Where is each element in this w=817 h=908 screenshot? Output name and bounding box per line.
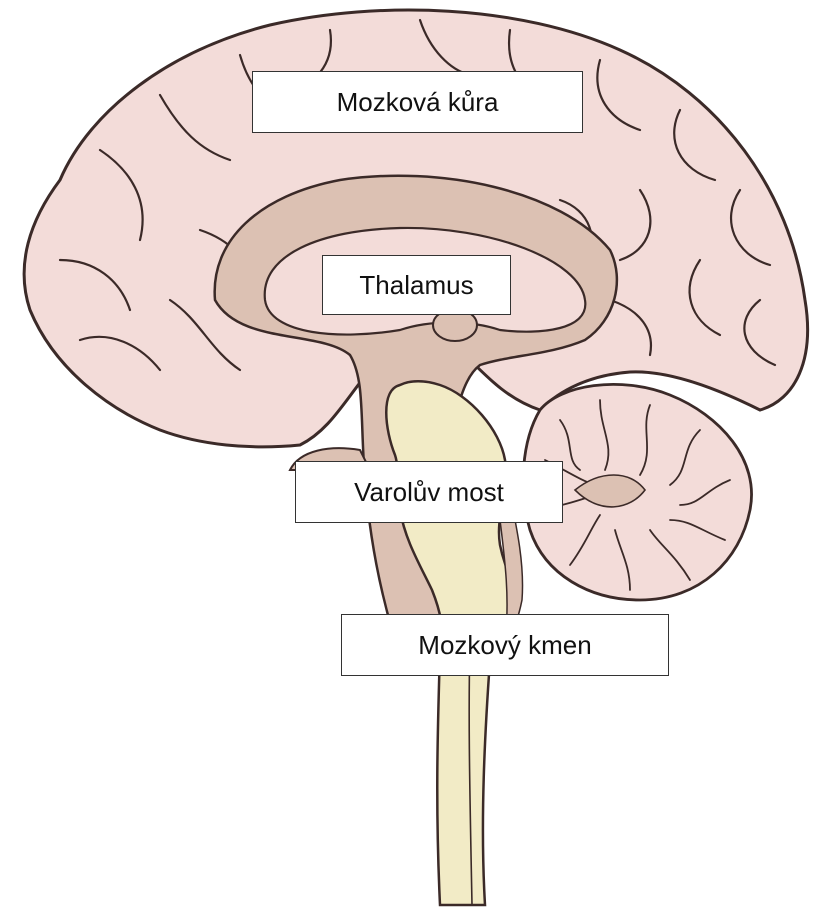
label-thalamus: Thalamus xyxy=(322,255,511,315)
label-pons: Varolův most xyxy=(295,461,563,523)
label-brainstem: Mozkový kmen xyxy=(341,614,669,676)
label-cerebral-cortex: Mozková kůra xyxy=(252,71,583,133)
